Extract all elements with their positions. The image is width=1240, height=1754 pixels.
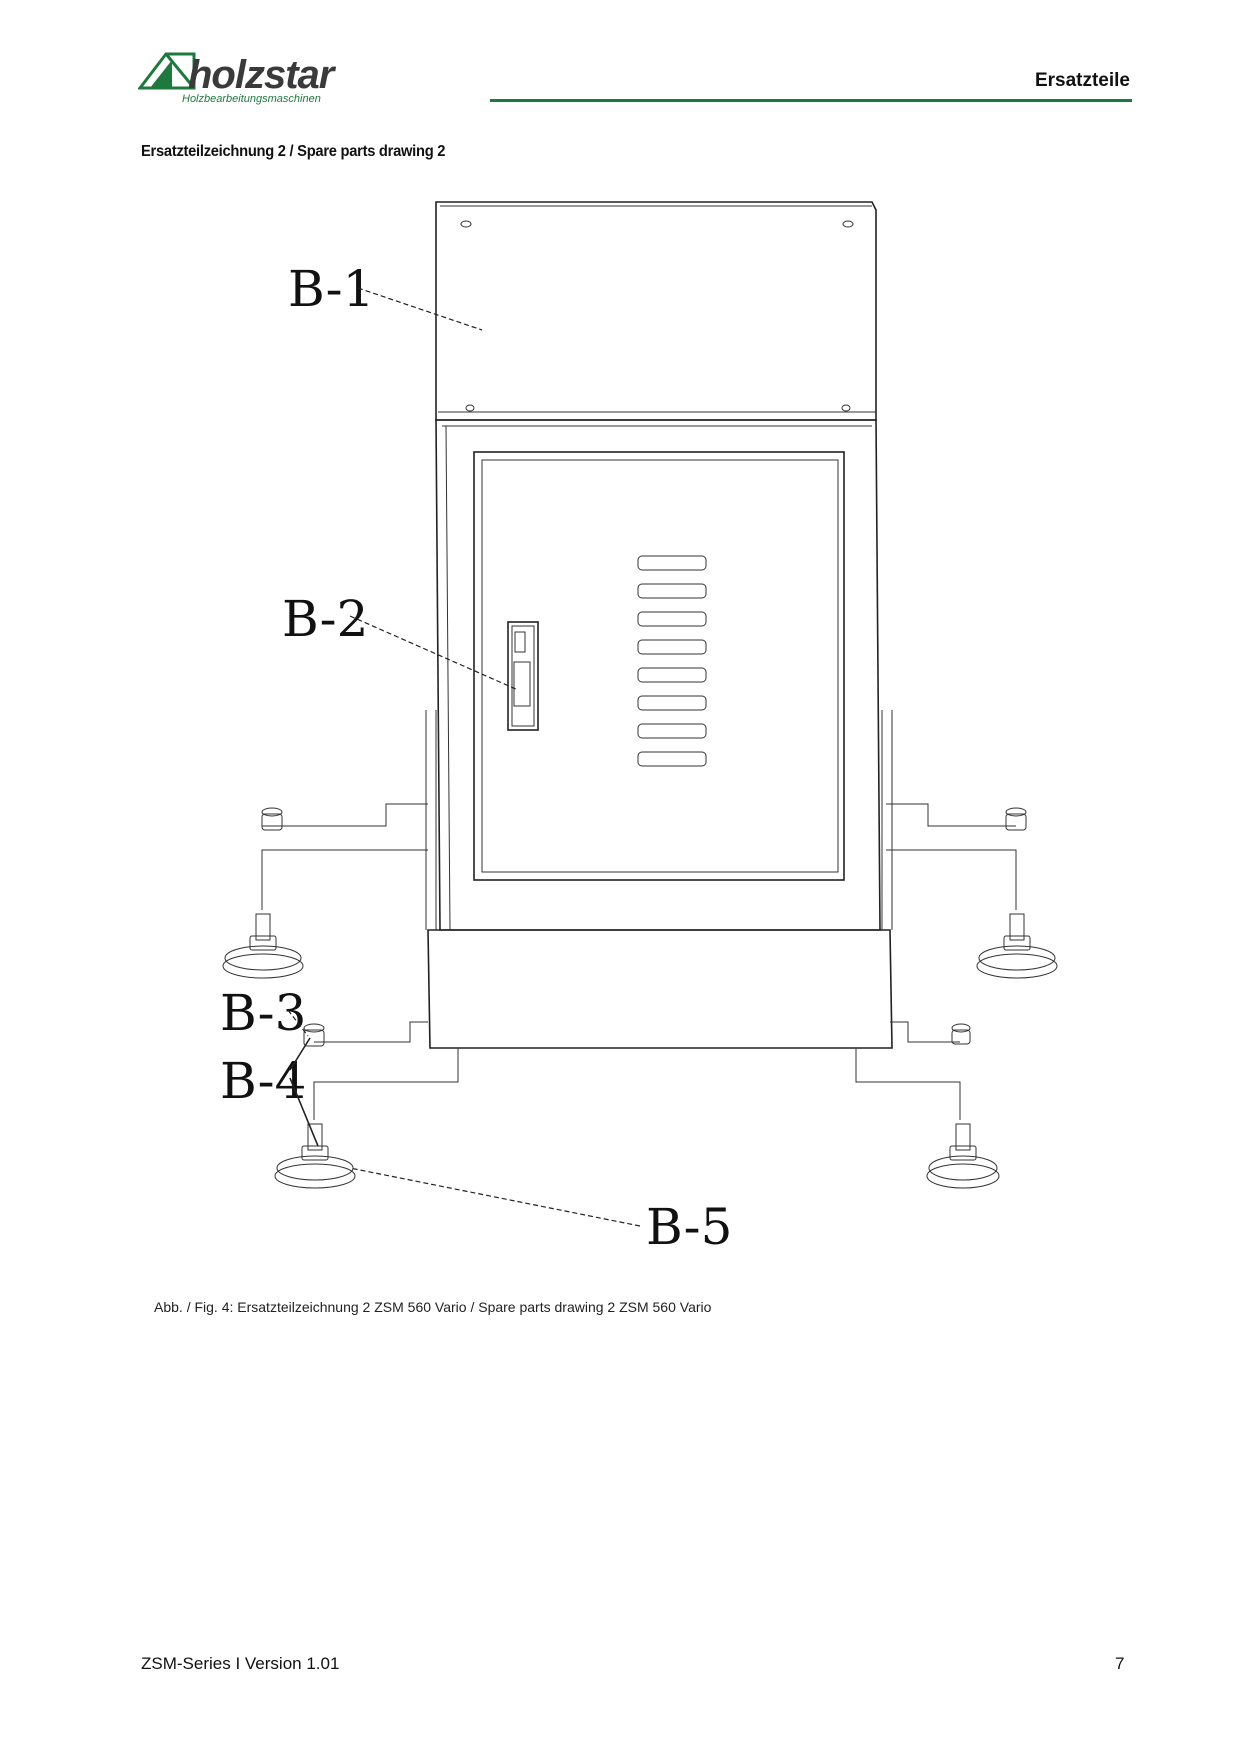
callout-b3: B-3	[220, 984, 306, 1042]
nut-lower-right-icon	[951, 1023, 971, 1045]
header-rule	[490, 99, 1132, 102]
leveling-foot-upper-right-icon	[976, 913, 1058, 979]
cabinet-base	[313, 929, 961, 1120]
door-part	[473, 451, 845, 881]
callout-b4: B-4	[220, 1052, 306, 1110]
cabinet-body	[435, 419, 881, 931]
nut-lower-left-icon	[303, 1023, 325, 1047]
holzstar-logo: holzstar Holzbearbeitungsmaschinen	[138, 52, 338, 105]
spare-parts-drawing: B-1 B-2 B-3 B-4 B-5	[220, 201, 1058, 1256]
logo-tagline: Holzbearbeitungsmaschinen	[182, 93, 321, 105]
vent-slots	[637, 555, 707, 767]
top-cover-part	[435, 201, 877, 421]
logo-mark-icon	[138, 52, 196, 90]
leveling-foot-upper-left-icon	[222, 913, 304, 979]
frame-side-right	[881, 710, 1017, 930]
frame-side-left	[261, 710, 437, 930]
leveling-foot-lower-right-icon	[926, 1123, 1000, 1189]
leveling-foot-lower-left-icon	[274, 1123, 356, 1189]
header-section-title: Ersatzteile	[1034, 70, 1130, 91]
footer-version: ZSM-Series I Version 1.01	[141, 1654, 340, 1673]
callout-b5: B-5	[646, 1198, 732, 1256]
logo-wordmark: holzstar	[188, 53, 337, 97]
figure-caption: Abb. / Fig. 4: Ersatzteilzeichnung 2 ZSM…	[154, 1299, 712, 1315]
callout-b2: B-2	[282, 590, 368, 648]
nut-upper-right-icon	[1005, 807, 1027, 831]
page-title: Ersatzteilzeichnung 2 / Spare parts draw…	[141, 143, 446, 160]
nut-upper-left-icon	[261, 807, 283, 831]
page-number: 7	[1115, 1654, 1125, 1673]
